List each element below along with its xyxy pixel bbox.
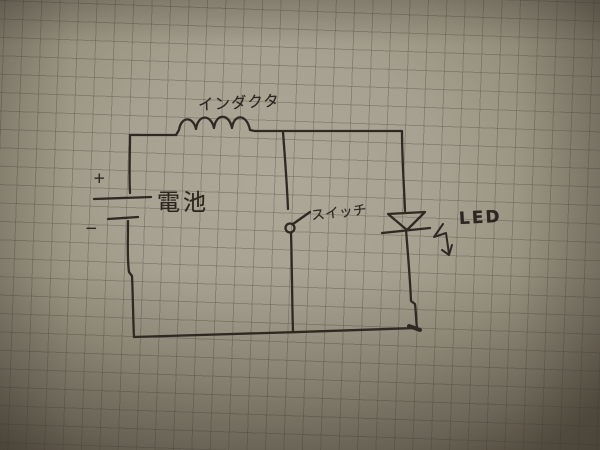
battery-minus-sign: −: [85, 219, 98, 237]
battery-plate-short: [106, 215, 140, 221]
light-arrow-head: [441, 244, 453, 256]
battery-label: 電池: [157, 190, 209, 216]
middle-wire-top: [281, 130, 290, 211]
battery-plate-long: [92, 195, 153, 201]
light-arrow-symbol: [433, 223, 450, 255]
right-wire-bottom: [404, 228, 419, 330]
inductor-coil-symbol: [174, 115, 404, 137]
switch-lever: [291, 210, 312, 226]
bottom-wire: [132, 326, 419, 339]
inductor-label: インダクタ: [197, 91, 281, 115]
middle-wire-bottom: [289, 231, 295, 334]
led-label: LED: [458, 206, 503, 230]
left-wire-bottom: [126, 219, 136, 339]
bottom-right-ink-blob: [407, 324, 422, 332]
led-triangle: [386, 210, 427, 232]
right-wire-top: [400, 129, 407, 213]
battery-plus-sign: +: [93, 169, 106, 187]
